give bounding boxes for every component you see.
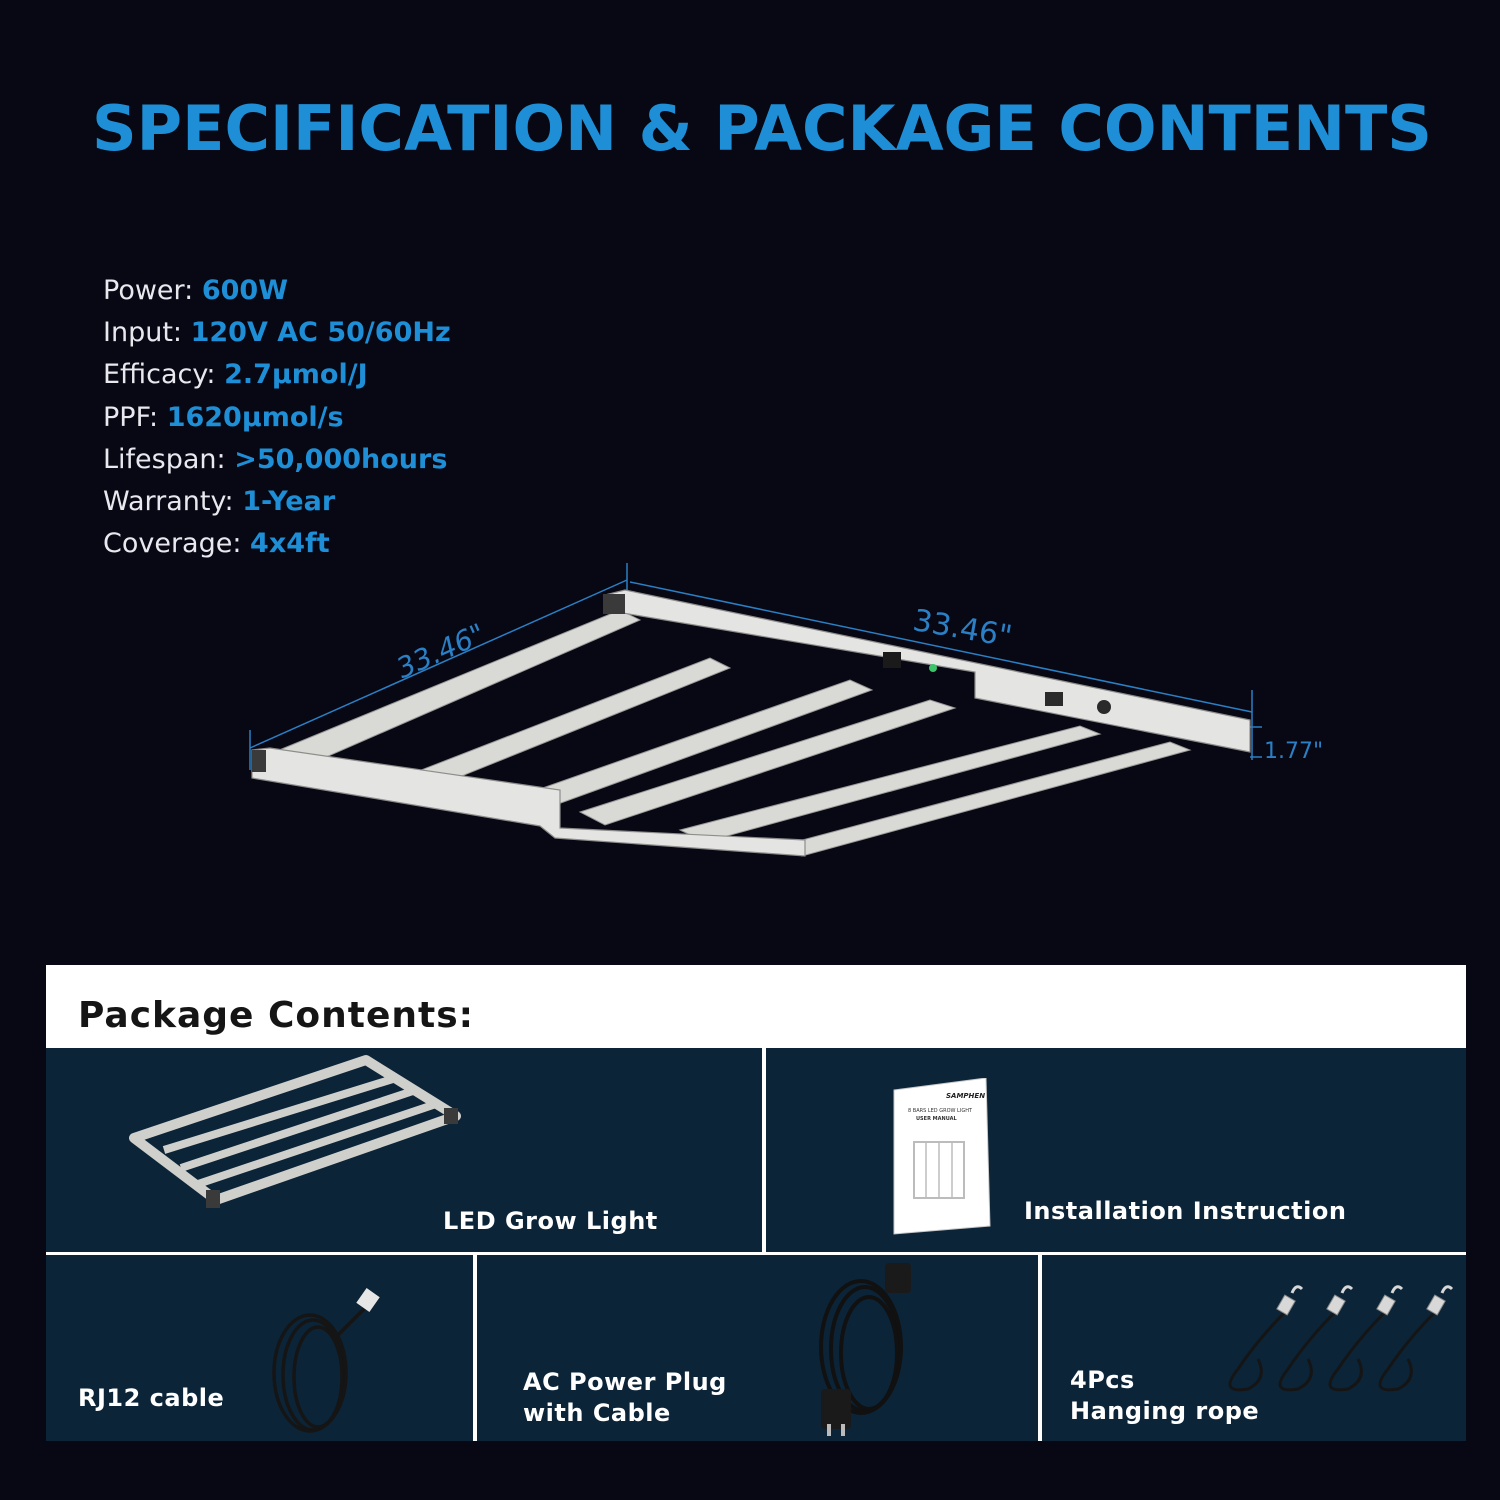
spec-ppf: PPF: 1620μmol/s [103,397,451,439]
hanging-rope-line1: 4Pcs [1070,1366,1135,1394]
spec-input: Input: 120V AC 50/60Hz [103,312,451,354]
spec-label: Lifespan: [103,443,235,475]
hanging-rope-label: 4Pcs Hanging rope [1070,1365,1259,1427]
spec-label: Warranty: [103,486,243,518]
ac-power-plug-icon [819,1263,911,1436]
spec-value: 1-Year [242,486,336,518]
spec-power: Power: 600W [103,270,451,312]
spec-label: Input: [103,317,191,349]
package-item-rj12-cable: RJ12 cable [46,1255,473,1441]
light-bars [254,609,1192,857]
spec-value: 2.7μmol/J [224,359,368,391]
spec-coverage: Coverage: 4x4ft [103,523,451,565]
dimension-lines [249,563,1262,770]
spec-value: >50,000hours [234,443,448,475]
rj12-cable-icon [272,1288,380,1433]
spec-value: 1620μmol/s [166,401,344,433]
spec-lifespan: Lifespan: >50,000hours [103,439,451,481]
user-manual-icon: SAMPHEN 8 BARS LED GROW LIGHT USER MANUA… [893,1078,991,1235]
hanging-rope-line2: Hanging rope [1070,1397,1260,1425]
spec-list: Power: 600W Input: 120V AC 50/60Hz Effic… [103,270,451,565]
rj12-cable-label: RJ12 cable [78,1384,225,1412]
package-item-ac-power-plug: AC Power Plug with Cable [477,1255,1038,1441]
light-frame [251,589,1251,857]
spec-value: 600W [201,275,288,306]
ac-power-plug-line2: with Cable [523,1399,671,1427]
spec-label: Power: [103,275,202,306]
spec-value: 120V AC 50/60Hz [190,317,451,349]
spec-label: Efficacy: [103,359,225,391]
spec-value: 4x4ft [250,528,330,560]
ac-power-plug-label: AC Power Plug with Cable [523,1367,727,1429]
spec-warranty: Warranty: 1-Year [103,481,451,523]
package-item-hanging-rope: 4Pcs Hanging rope [1042,1255,1466,1441]
page-title: SPECIFICATION & PACKAGE CONTENTS [92,92,1432,165]
manual-title: USER MANUAL [916,1116,957,1122]
grow-light-illustration: 33.46" 33.46" 1.77" [249,563,1323,857]
installation-instruction-label: Installation Instruction [1024,1197,1347,1225]
package-item-installation-instruction: SAMPHEN 8 BARS LED GROW LIGHT USER MANUA… [766,1048,1466,1252]
spec-label: PPF: [103,401,167,433]
manual-subtitle: 8 BARS LED GROW LIGHT [908,1108,973,1114]
package-item-led-grow-light: LED Grow Light [46,1048,762,1252]
led-grow-light-icon [129,1055,461,1208]
hanging-rope-icon [1228,1285,1454,1392]
spec-efficacy: Efficacy: 2.7μmol/J [103,354,451,396]
ac-power-plug-line1: AC Power Plug [523,1368,727,1396]
dimension-right-label: 33.46" [910,603,1014,655]
dimension-height-label: 1.77" [1264,739,1323,764]
package-heading: Package Contents: [78,995,475,1036]
manual-brand: SAMPHEN [946,1092,985,1100]
spec-label: Coverage: [103,528,251,560]
led-grow-light-label: LED Grow Light [443,1207,658,1235]
